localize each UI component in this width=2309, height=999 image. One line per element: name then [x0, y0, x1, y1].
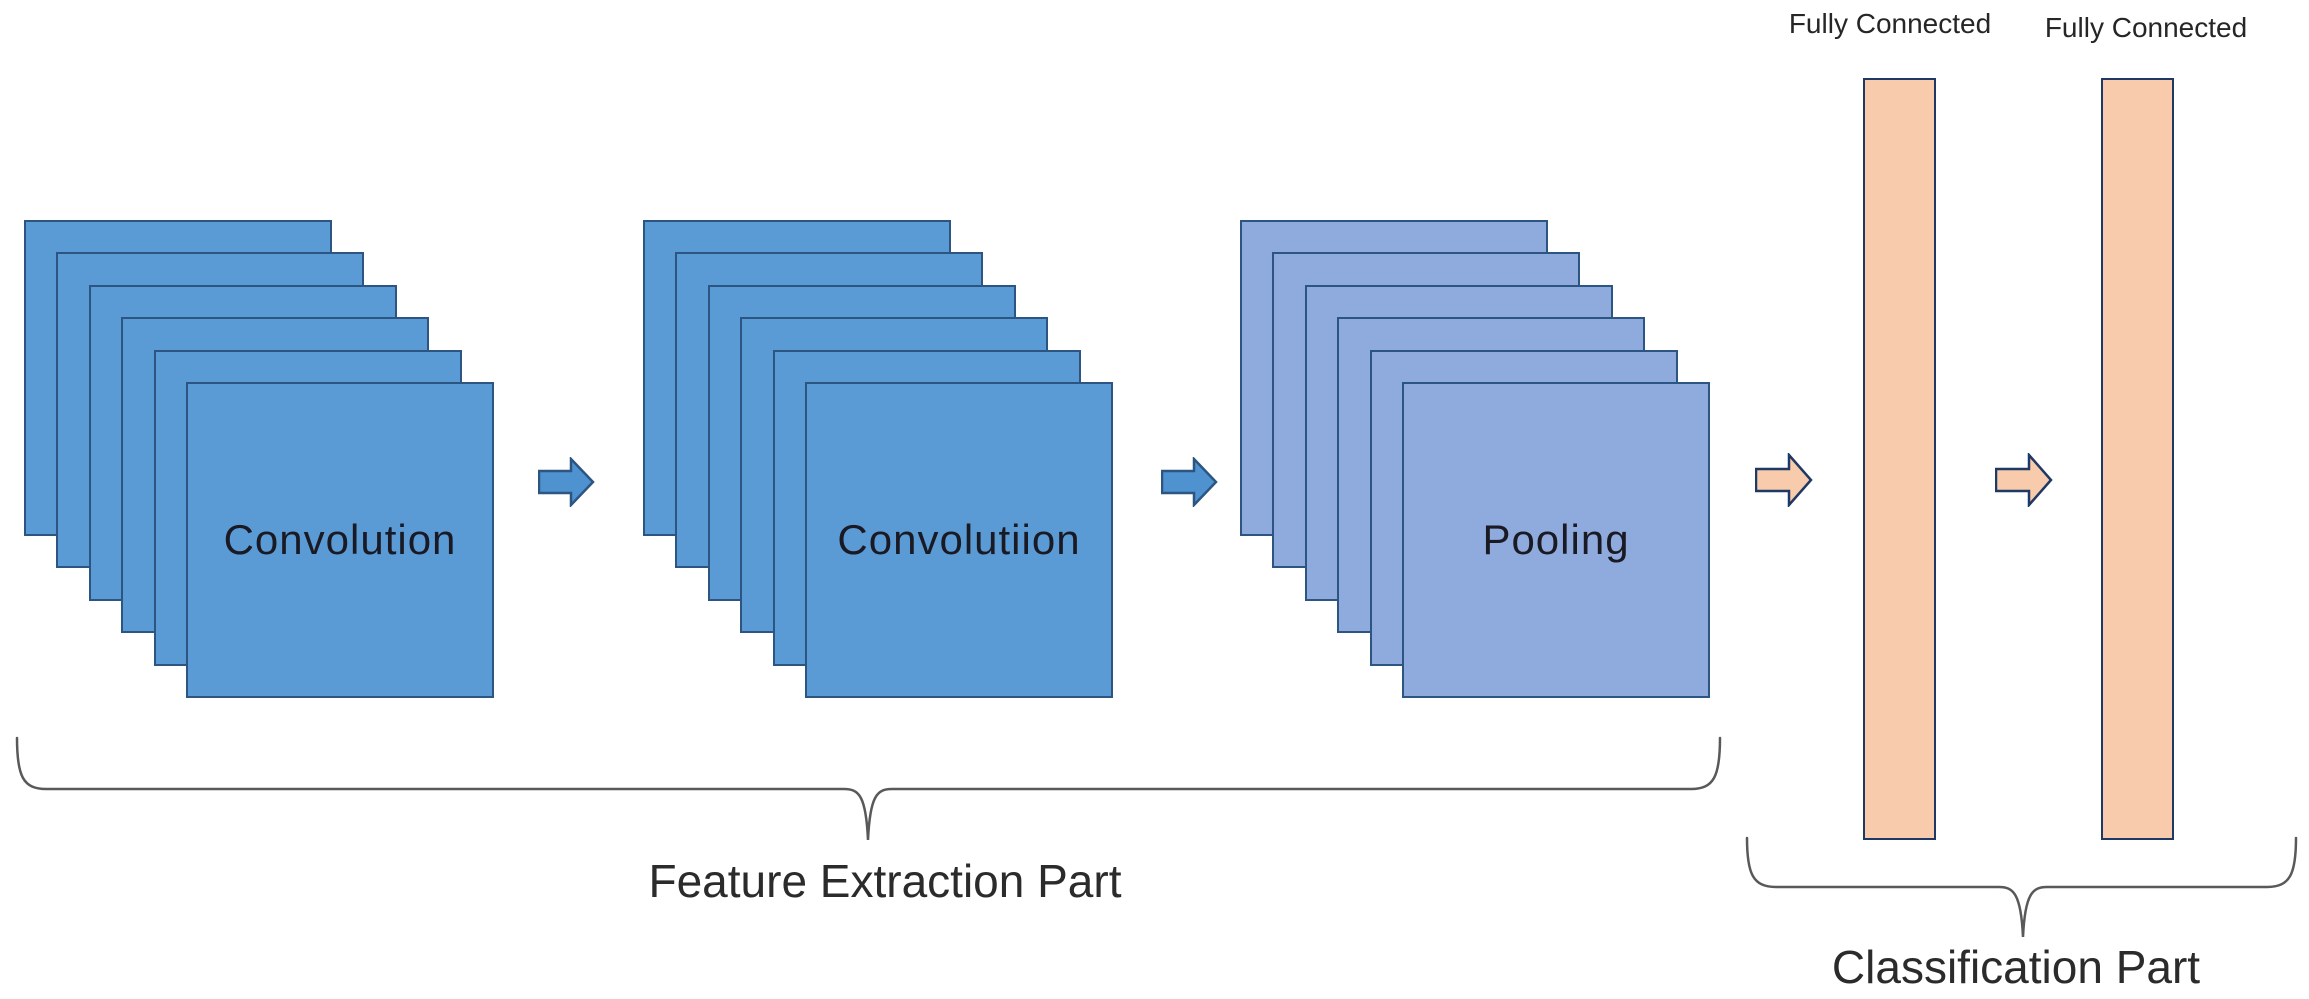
convolution-2-label: Convolutiion	[837, 516, 1081, 563]
stack-layer-front: Pooling	[1402, 382, 1710, 698]
arrow-right-icon	[1995, 453, 2053, 507]
pooling-stack: Pooling	[1240, 220, 1712, 700]
fully-connected-bar-2	[2101, 78, 2174, 840]
convolution-stack-1: Convolution	[24, 220, 496, 700]
pooling-label: Pooling	[1482, 516, 1630, 563]
arrow-right-icon	[538, 457, 595, 507]
fully-connected-label-1: Fully Connected	[1788, 8, 1992, 39]
stack-layer-front: Convolution	[186, 382, 494, 698]
arrow-right-icon	[1161, 457, 1218, 507]
convolution-1-label: Convolution	[223, 516, 457, 563]
convolution-stack-2: Convolutiion	[643, 220, 1115, 700]
arrow-right-icon	[1755, 453, 1813, 507]
feature-extraction-caption: Feature Extraction Part	[648, 855, 1122, 907]
classification-caption: Classification Part	[1831, 941, 2201, 993]
fully-connected-bar-1	[1863, 78, 1936, 840]
stack-layer-front: Convolutiion	[805, 382, 1113, 698]
fully-connected-label-2: Fully Connected	[2044, 12, 2248, 43]
